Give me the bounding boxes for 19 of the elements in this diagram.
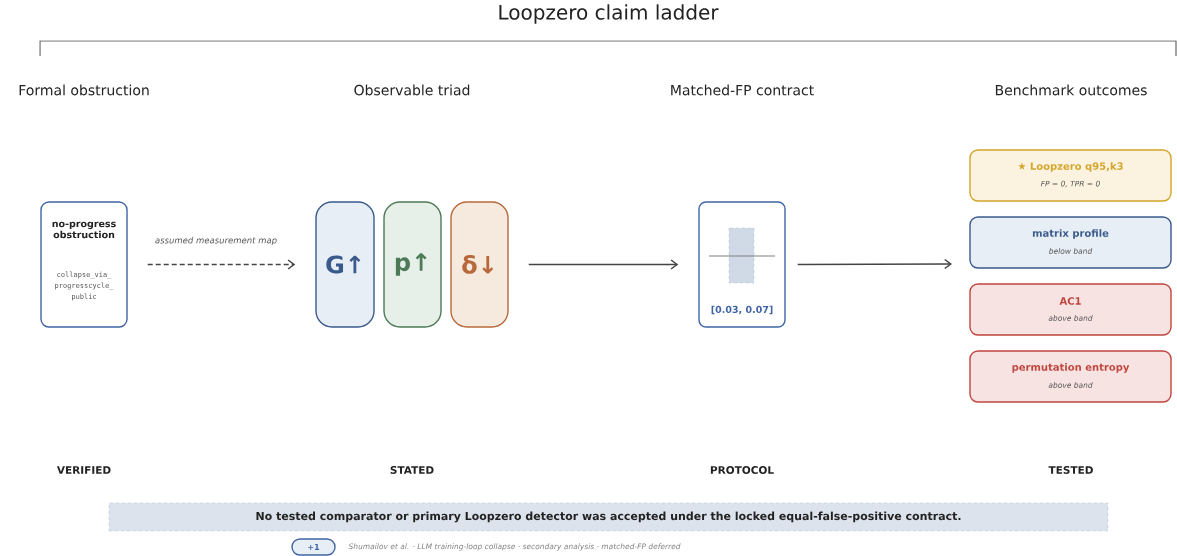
arrow [146, 259, 296, 270]
column-heading: Observable triad [354, 84, 470, 96]
column-heading: Matched-FP contract [671, 84, 814, 96]
edge-label: assumed measurement map [155, 236, 277, 246]
column-heading: Formal obstruction [19, 84, 149, 96]
triad-box: p↑ [383, 201, 442, 328]
conclusion-banner: No tested comparator or primary Loopzero detector was accepted under the locked equal-false-positive contract. [108, 502, 1109, 532]
stage-label: TESTED [1048, 466, 1093, 474]
contract-box: [0.03, 0.07] [698, 201, 786, 328]
column-heading: Benchmark outcomes [995, 84, 1147, 96]
arrow [527, 259, 679, 270]
stage-label: PROTOCOL [710, 466, 774, 474]
arrow [796, 258, 952, 270]
title: Loopzero claim ladder [499, 4, 719, 24]
stage-label: VERIFIED [56, 466, 111, 474]
stage-label: STATED [390, 466, 434, 474]
triad-box: δ↓ [450, 201, 509, 328]
triad-box: G↑ [315, 201, 375, 328]
count-badge: +1 [291, 538, 336, 556]
